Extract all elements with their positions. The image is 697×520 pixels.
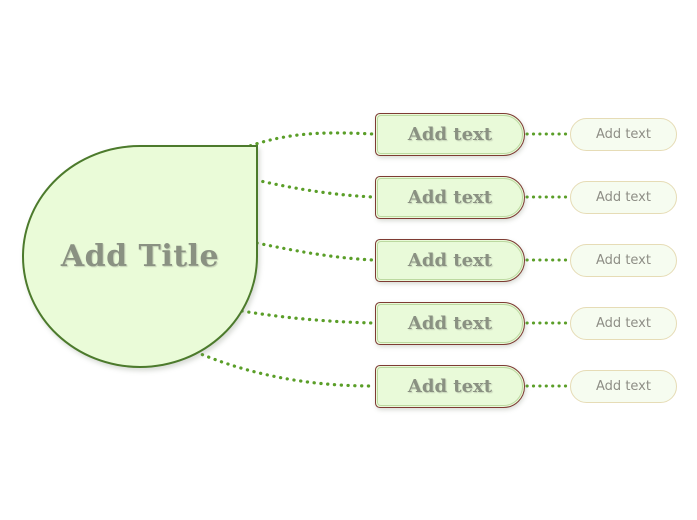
sub-node-label: Add text (596, 316, 651, 331)
branch-node-label: Add text (407, 124, 493, 145)
branch-node-label: Add text (407, 376, 493, 397)
sub-node-4[interactable]: Add text (570, 307, 677, 340)
sub-node-label: Add text (596, 253, 651, 268)
branch-node-label: Add text (407, 250, 493, 271)
branch-node-1[interactable]: Add text (375, 113, 525, 156)
branch-node-label: Add text (407, 187, 493, 208)
sub-node-5[interactable]: Add text (570, 370, 677, 403)
sub-node-label: Add text (596, 190, 651, 205)
branch-node-4[interactable]: Add text (375, 302, 525, 345)
sub-node-label: Add text (596, 379, 651, 394)
sub-node-1[interactable]: Add text (570, 118, 677, 151)
center-node-label: Add Title (60, 239, 220, 274)
sub-node-2[interactable]: Add text (570, 181, 677, 214)
branch-node-2[interactable]: Add text (375, 176, 525, 219)
connector-center-to-branch-1 (242, 131, 375, 150)
branch-node-label: Add text (407, 313, 493, 334)
connector-center-to-branch-5 (194, 350, 375, 388)
branch-node-3[interactable]: Add text (375, 239, 525, 282)
connector-center-to-branch-4 (240, 309, 375, 325)
center-node[interactable]: Add Title (22, 145, 258, 368)
sub-node-label: Add text (596, 127, 651, 142)
connector-center-to-branch-2 (254, 178, 375, 199)
branch-node-5[interactable]: Add text (375, 365, 525, 408)
sub-node-3[interactable]: Add text (570, 244, 677, 277)
connector-center-to-branch-3 (255, 241, 375, 262)
